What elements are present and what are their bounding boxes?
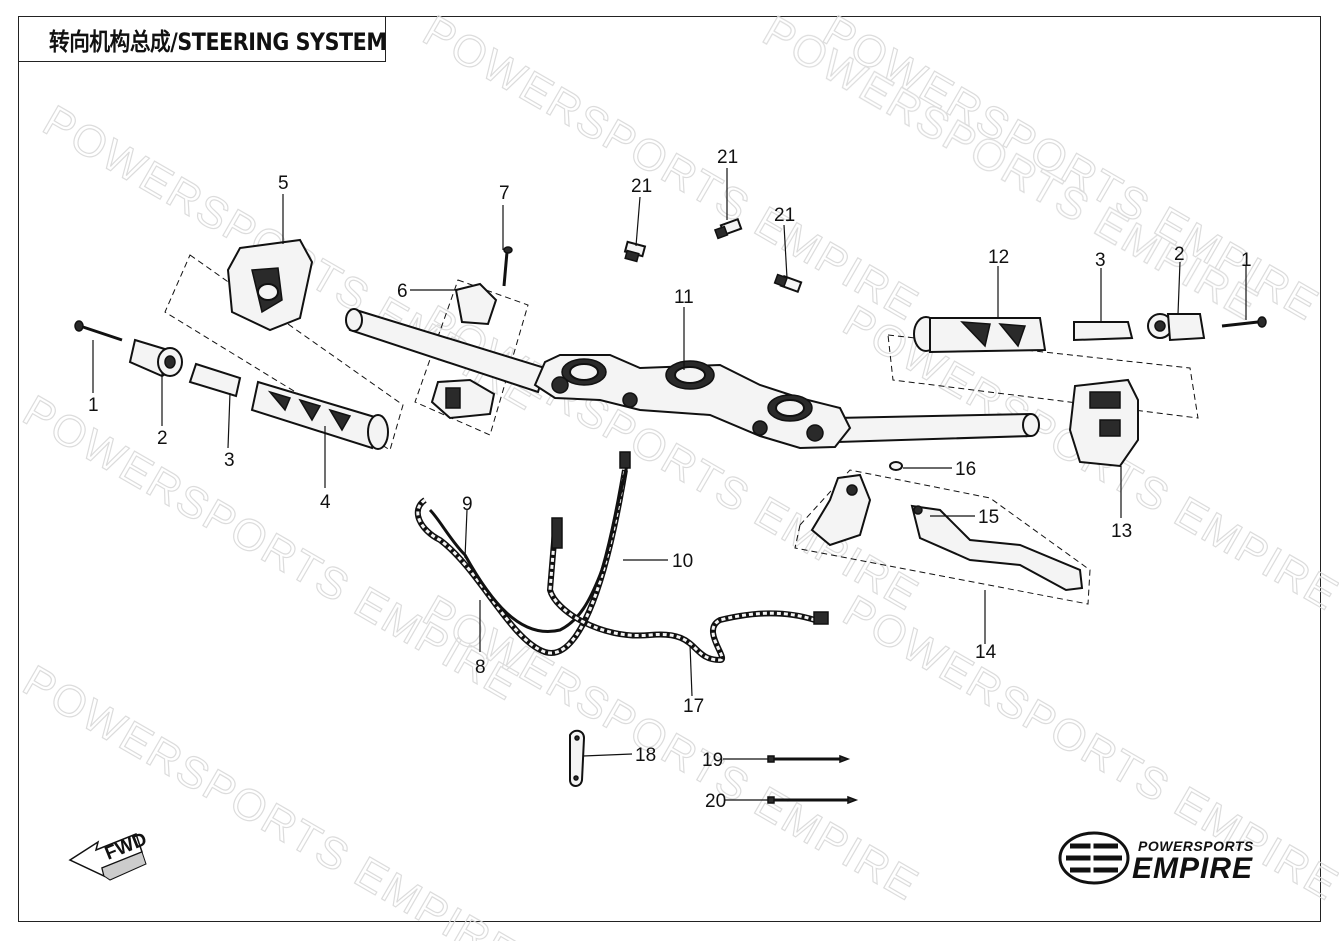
bar-end-weight-right [1147, 313, 1206, 342]
bar-end-weight-left [128, 338, 183, 378]
callout-11: 11 [674, 287, 694, 308]
left-switch-housing [226, 238, 314, 332]
inner-sleeve-left [188, 362, 242, 398]
grip-right [913, 316, 1047, 354]
callout-1-left: 1 [88, 395, 99, 416]
callout-18: 18 [635, 745, 656, 766]
callout-6: 6 [397, 281, 408, 302]
cable-clip-18 [569, 729, 586, 787]
bar-end-bolt-left [74, 320, 123, 342]
leader-lines [92, 168, 1247, 801]
bolt-21-c [773, 273, 803, 294]
watermark-layer: POWERSPORTS EMPIRE POWERSPORTS EMPIRE PO… [14, 6, 1339, 941]
throttle-cable-9 [428, 461, 630, 633]
left-grip-group-outline [164, 254, 404, 451]
callout-3-left: 3 [224, 450, 235, 471]
page-title: 转向机构总成/STEERING SYSTEM [49, 27, 387, 56]
callout-10: 10 [672, 551, 693, 572]
diagram-frame [18, 16, 1321, 922]
throttle-housing-group-outline [414, 279, 529, 436]
callout-labels: 1 2 3 4 5 6 7 8 9 10 11 12 3 2 1 13 14 1… [88, 147, 1252, 812]
throttle-cable-8 [414, 469, 628, 656]
callout-2-left: 2 [157, 428, 168, 449]
right-switch-housing [1068, 378, 1139, 468]
lever-bracket [810, 473, 872, 547]
callout-21-c: 21 [774, 205, 795, 226]
callout-1-right: 1 [1241, 250, 1252, 271]
callout-13: 13 [1111, 521, 1132, 542]
callout-9: 9 [462, 494, 473, 515]
callout-20: 20 [705, 791, 726, 812]
title-box: 转向机构总成/STEERING SYSTEM [18, 16, 387, 62]
throttle-housing [430, 282, 498, 420]
callout-21-b: 21 [717, 147, 738, 168]
callout-5: 5 [278, 173, 289, 194]
upper-triple-clamp [533, 354, 852, 450]
callout-7: 7 [499, 183, 510, 204]
fwd-arrow-icon: FWD [68, 829, 150, 881]
inner-sleeve-right [1073, 321, 1134, 342]
bolt-21-a [623, 240, 647, 263]
bolt-21-b [713, 217, 743, 240]
callout-15: 15 [978, 507, 999, 528]
brand-top-text: POWERSPORTS [1138, 838, 1254, 854]
callout-17: 17 [683, 696, 704, 717]
bar-end-bolt-right [1221, 316, 1267, 328]
callout-8: 8 [475, 657, 486, 678]
callout-4: 4 [320, 492, 331, 513]
cable-tie-19 [767, 754, 851, 764]
watermark-text: POWERSPORTS EMPIRE [15, 656, 527, 941]
cable-tie-20 [767, 795, 859, 805]
handlebar [345, 308, 1040, 444]
brand-logo: POWERSPORTS EMPIRE [1058, 830, 1303, 886]
screw-7 [502, 246, 513, 287]
clutch-cable-17 [546, 451, 829, 664]
screw-16 [889, 461, 903, 471]
callout-19: 19 [702, 750, 723, 771]
callout-2-right: 2 [1174, 244, 1185, 265]
brand-main-text: EMPIRE [1132, 852, 1254, 885]
callout-12: 12 [988, 247, 1009, 268]
callout-14: 14 [975, 642, 997, 663]
brand-emblem-icon [1058, 831, 1130, 885]
callout-16: 16 [955, 459, 976, 480]
right-grip-group-outline [887, 334, 1199, 419]
brake-lever [910, 504, 1084, 592]
grip-left [250, 380, 389, 450]
lever-group-outline [794, 469, 1091, 605]
callout-21-a: 21 [631, 176, 652, 197]
callout-3-right: 3 [1095, 250, 1106, 271]
